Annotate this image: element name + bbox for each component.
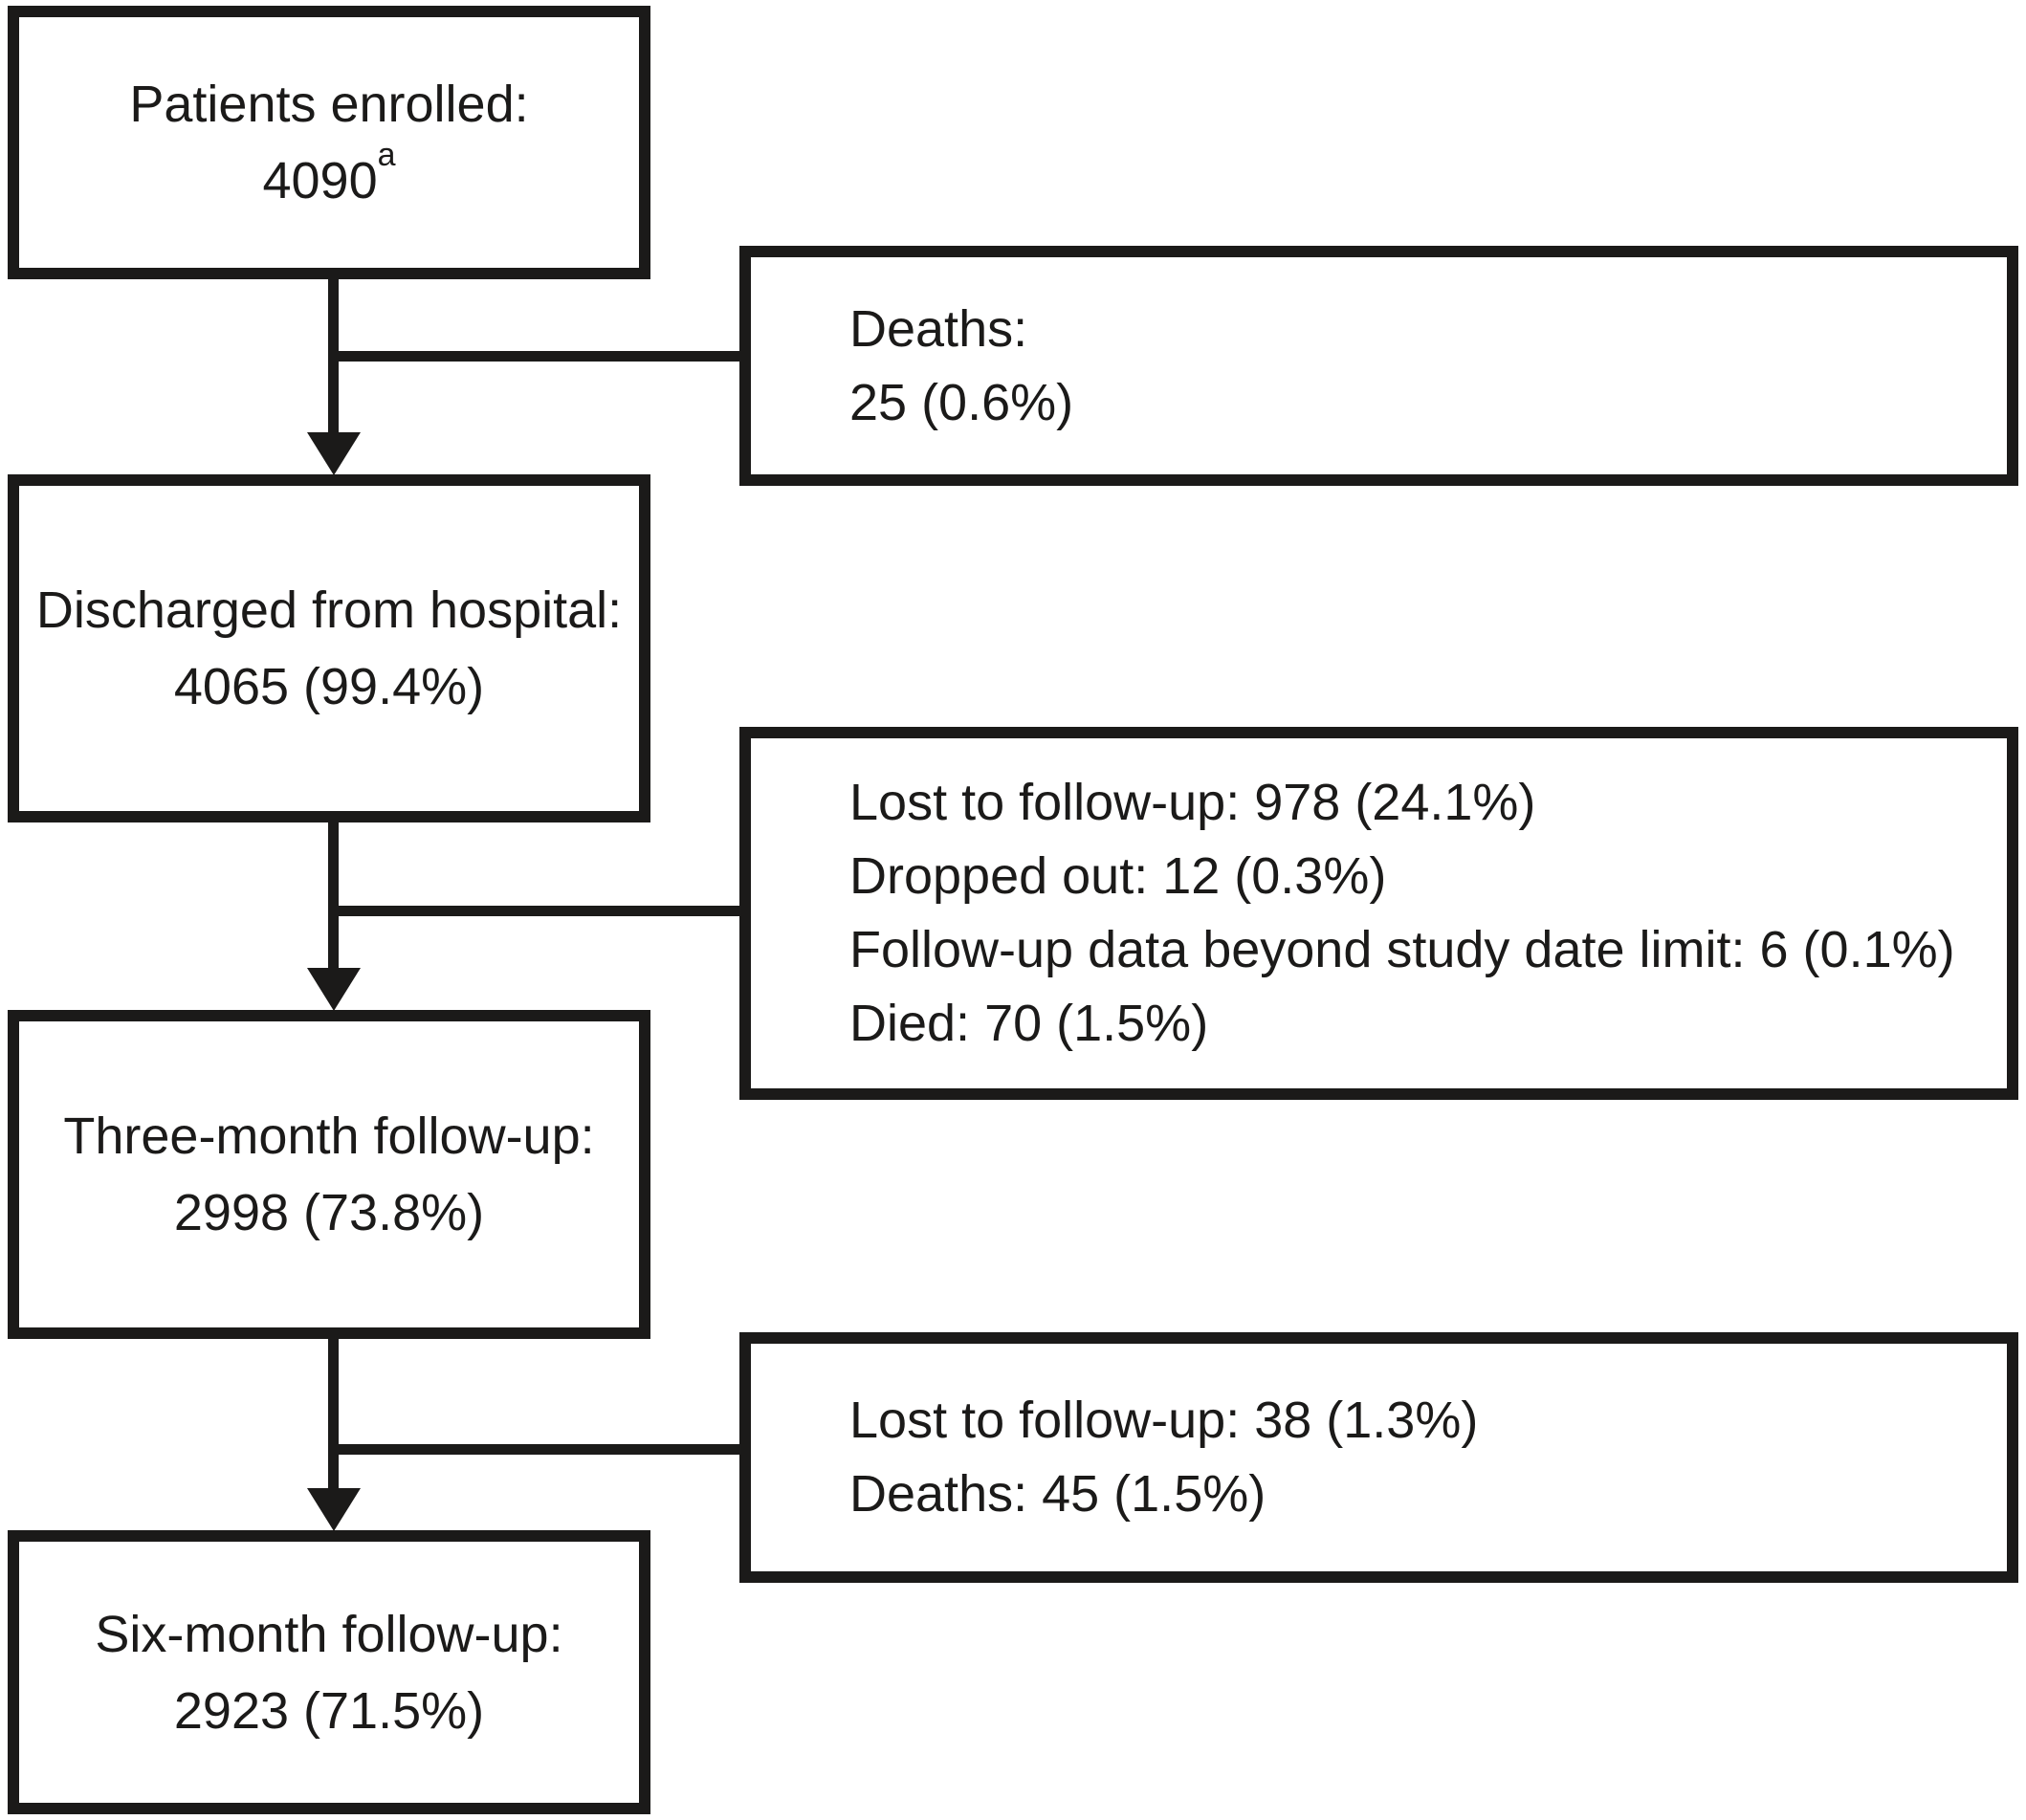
connector-1-line <box>328 277 339 436</box>
six-month-followup-box: Six-month follow-up: 2923 (71.5%) <box>8 1530 650 1814</box>
connector-3-branch-line <box>334 1444 739 1455</box>
connector-3-arrowhead-icon <box>307 1488 361 1531</box>
six-attrition-deaths-line: Deaths: 45 (1.5%) <box>849 1465 1266 1523</box>
deaths-line-1: Deaths: <box>849 299 1028 358</box>
patients-enrolled-label: Patients enrolled: <box>129 76 529 133</box>
footnote-marker-a: a <box>377 137 396 173</box>
deaths-side-box: Deaths: 25 (0.6%) <box>739 246 2018 486</box>
six-attrition-lost-line: Lost to follow-up: 38 (1.3%) <box>849 1392 1479 1449</box>
patients-enrolled-value: 4090a <box>262 137 396 209</box>
three-month-label: Three-month follow-up: <box>63 1107 595 1165</box>
connector-2-branch-line <box>334 906 739 916</box>
attrition-lost-line: Lost to follow-up: 978 (24.1%) <box>849 774 1536 831</box>
connector-1-arrowhead-icon <box>307 432 361 475</box>
six-month-label: Six-month follow-up: <box>95 1605 563 1663</box>
three-month-value: 2998 (73.8%) <box>173 1184 485 1241</box>
three-month-followup-box: Three-month follow-up: 2998 (73.8%) <box>8 1010 650 1339</box>
six-month-attrition-side-box: Lost to follow-up: 38 (1.3%) Deaths: 45 … <box>739 1332 2018 1583</box>
discharged-box: Discharged from hospital: 4065 (99.4%) <box>8 474 650 822</box>
connector-2-line <box>328 821 339 972</box>
connector-3-line <box>328 1337 339 1492</box>
attrition-beyond-limit-line: Follow-up data beyond study date limit: … <box>849 921 1955 978</box>
attrition-died-line: Died: 70 (1.5%) <box>849 995 1209 1052</box>
connector-2-arrowhead-icon <box>307 968 361 1011</box>
three-month-attrition-side-box: Lost to follow-up: 978 (24.1%) Dropped o… <box>739 727 2018 1100</box>
patients-enrolled-box: Patients enrolled: 4090a <box>8 6 650 279</box>
deaths-line-2: 25 (0.6%) <box>849 373 1074 431</box>
discharged-value: 4065 (99.4%) <box>173 658 485 715</box>
attrition-dropped-line: Dropped out: 12 (0.3%) <box>849 847 1387 905</box>
connector-1-branch-line <box>334 351 739 362</box>
discharged-label: Discharged from hospital: <box>35 581 623 639</box>
six-month-value: 2923 (71.5%) <box>173 1681 485 1740</box>
